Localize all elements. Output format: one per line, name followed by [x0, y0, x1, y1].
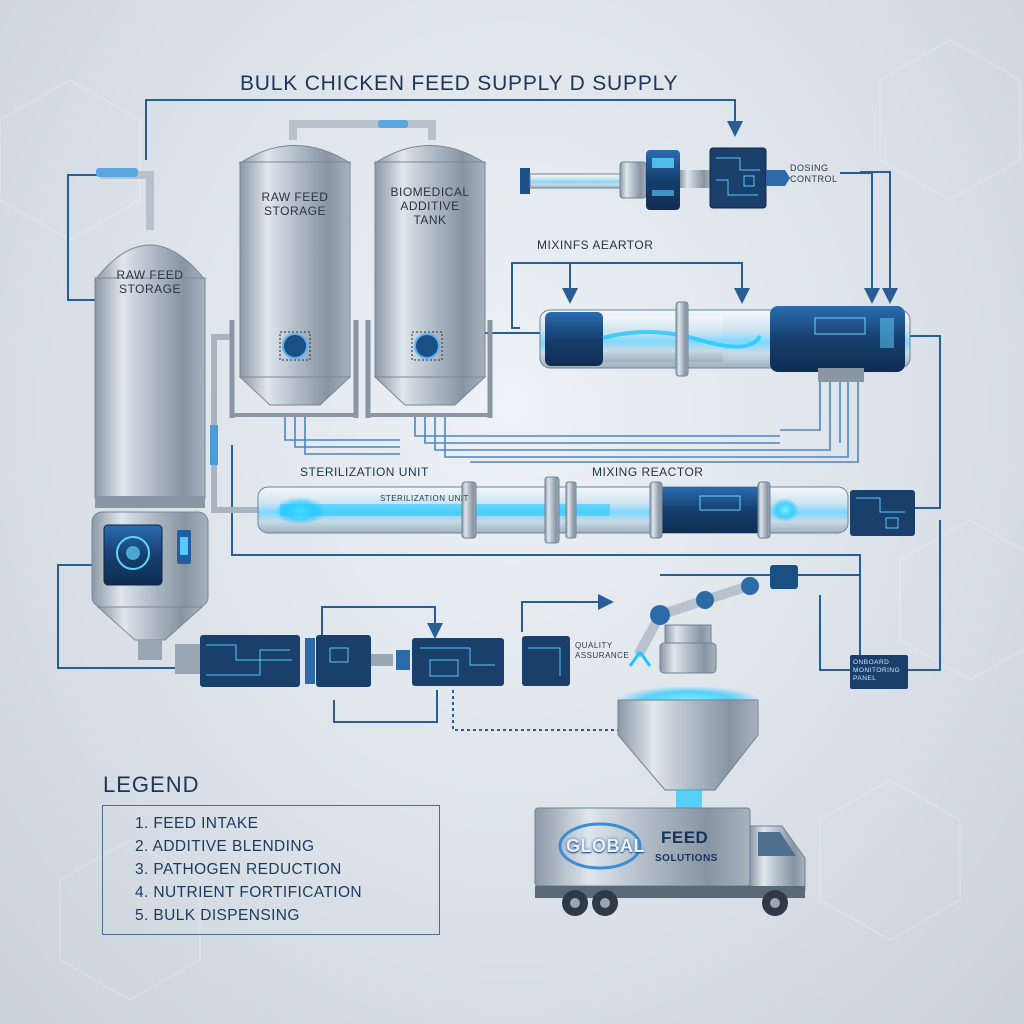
- legend-item-5: 5. BULK DISPENSING: [135, 907, 300, 924]
- raw-feed-storage-label-line2: STORAGE: [264, 204, 326, 218]
- sterilization-unit-sublabel: STERILIZATION UNIT: [380, 494, 469, 503]
- raw-feed-storage-label-line1: RAW FEED: [261, 190, 329, 204]
- legend-title: LEGEND: [103, 772, 200, 797]
- mixing-aerator: [539, 301, 911, 382]
- dosing-control-label-line1: DOSING: [790, 163, 829, 173]
- truck-brand-feed: FEED: [661, 828, 709, 847]
- quality-assurance-label-line1: QUALITY: [575, 641, 613, 650]
- quality-assurance-label: QUALITY ASSURANCE: [575, 641, 629, 661]
- dosing-control-label-line2: CONTROL: [790, 174, 838, 184]
- additive-tank-label-line3: TANK: [413, 213, 447, 227]
- monitoring-panel-label-line1: ONBOARD: [853, 659, 890, 666]
- legend-item-2: 2. ADDITIVE BLENDING: [135, 838, 315, 855]
- dosing-control-unit: [520, 147, 790, 210]
- dispensing-hopper: [616, 624, 760, 810]
- sterilization-reactor-line: [257, 476, 915, 544]
- additive-tank-label: BIOMEDICAL ADDITIVE TANK: [380, 185, 480, 227]
- left-silo-label: RAW FEED STORAGE: [100, 268, 200, 296]
- left-silo: [91, 168, 209, 660]
- mixing-reactor-label: MIXING REACTOR: [592, 465, 704, 479]
- onboard-monitoring-panel-box: [850, 655, 908, 689]
- dosing-control-label: DOSING CONTROL: [790, 163, 838, 185]
- additive-tank-label-line2: ADDITIVE: [400, 199, 460, 213]
- mixing-aerator-label: MIXINFS AEARTOR: [537, 238, 654, 252]
- robotic-arm: [628, 565, 798, 667]
- flow-sensor: [210, 425, 218, 465]
- legend-box: 1. FEED INTAKE 2. ADDITIVE BLENDING 3. P…: [102, 805, 440, 935]
- quality-assurance-label-line2: ASSURANCE: [575, 651, 630, 660]
- sterilization-unit-label: STERILIZATION UNIT: [300, 465, 429, 479]
- truck-brand-global: GLOBAL: [566, 836, 645, 856]
- delivery-truck: [534, 807, 806, 916]
- left-silo-label-line2: STORAGE: [119, 282, 181, 296]
- truck-brand-solutions: SOLUTIONS: [655, 853, 718, 864]
- additive-tank: [365, 145, 493, 418]
- pipe-network: [57, 99, 941, 731]
- left-silo-label-line1: RAW FEED: [116, 268, 184, 282]
- legend-item-1: 1. FEED INTAKE: [135, 815, 259, 832]
- raw-feed-storage-tank: [229, 145, 359, 418]
- control-electronics-row: [175, 635, 570, 687]
- diagram-title: BULK CHICKEN FEED SUPPLY D SUPPLY: [240, 72, 679, 95]
- monitoring-panel-label: ONBOARD MONITORING PANEL: [853, 659, 900, 683]
- monitoring-panel-label-line3: PANEL: [853, 675, 877, 682]
- legend-item-4: 4. NUTRIENT FORTIFICATION: [135, 884, 363, 901]
- additive-tank-label-line1: BIOMEDICAL: [390, 185, 470, 199]
- raw-feed-storage-label: RAW FEED STORAGE: [245, 190, 345, 218]
- monitoring-panel-label-line2: MONITORING: [853, 667, 901, 674]
- legend-item-3: 3. PATHOGEN REDUCTION: [135, 861, 342, 878]
